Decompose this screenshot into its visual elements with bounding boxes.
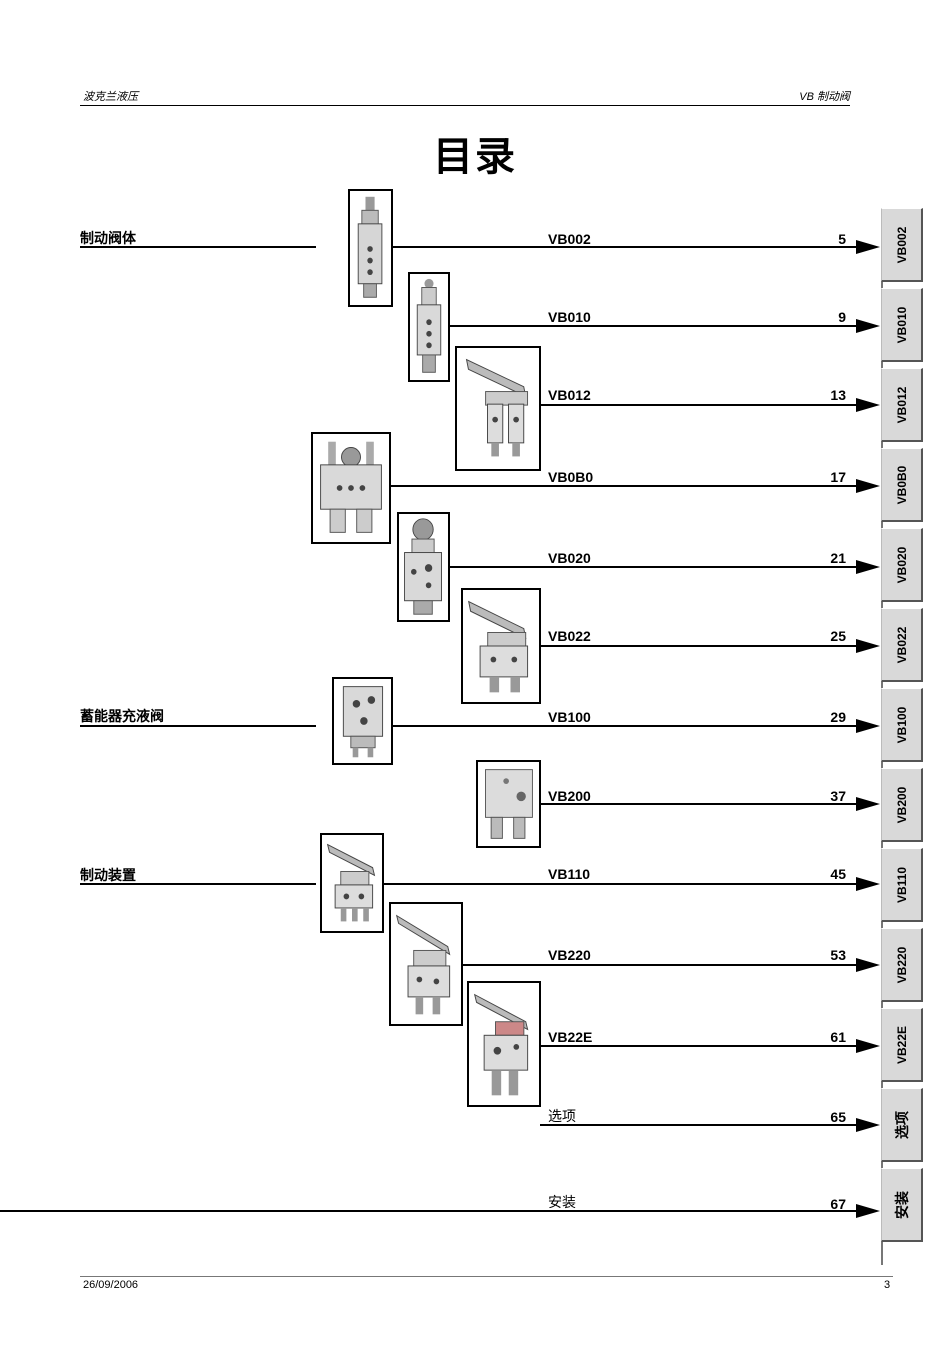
entry-link-vb020[interactable]: VB020 (548, 550, 591, 566)
arrow-icon (856, 479, 880, 493)
entry-link-options[interactable]: 选项 (548, 1108, 576, 1124)
leader-line (392, 725, 858, 727)
entry-link-vb0b0[interactable]: VB0B0 (548, 469, 594, 485)
entry-page[interactable]: 13 (830, 387, 846, 403)
section-brake-valve-body: 制动阀体 (80, 230, 136, 246)
leader-line (540, 1045, 858, 1047)
tab-vb002[interactable]: VB002 (881, 208, 923, 282)
valve-image-vb220 (389, 902, 463, 1026)
section-line (80, 725, 316, 727)
leader-line (540, 1124, 858, 1126)
tab-installation[interactable]: 安装 (881, 1168, 923, 1242)
arrow-icon (856, 1039, 880, 1053)
page-title: 目录 (433, 135, 517, 179)
arrow-icon (856, 958, 880, 972)
tab-vb100[interactable]: VB100 (881, 688, 923, 762)
arrow-icon (856, 639, 880, 653)
entry-link-vb022[interactable]: VB022 (548, 628, 591, 644)
entry-page[interactable]: 65 (830, 1109, 846, 1125)
valve-image-vb22e (467, 981, 541, 1107)
section-accumulator-valve: 蓄能器充液阀 (80, 708, 164, 724)
header-product: VB 制动阀 (799, 91, 850, 103)
tab-vb22e[interactable]: VB22E (881, 1008, 923, 1082)
entry-page[interactable]: 5 (838, 231, 846, 247)
tab-vb200[interactable]: VB200 (881, 768, 923, 842)
entry-link-vb200[interactable]: VB200 (548, 788, 591, 804)
footer-page-number: 3 (884, 1279, 891, 1291)
valve-image-vb002 (348, 189, 393, 307)
section-line (80, 246, 316, 248)
leader-line (448, 566, 858, 568)
footer-rule (80, 1276, 893, 1277)
tab-vb022[interactable]: VB022 (881, 608, 923, 682)
arrow-icon (856, 877, 880, 891)
entry-page[interactable]: 61 (830, 1029, 846, 1045)
arrow-icon (856, 319, 880, 333)
valve-image-vb010 (408, 272, 450, 382)
tab-vb110[interactable]: VB110 (881, 848, 923, 922)
arrow-icon (856, 1204, 880, 1218)
arrow-icon (856, 1118, 880, 1132)
valve-image-vb0b0 (311, 432, 391, 544)
entry-page[interactable]: 45 (830, 866, 846, 882)
arrow-icon (856, 240, 880, 254)
leader-line (540, 404, 858, 406)
entry-link-vb22e[interactable]: VB22E (548, 1029, 593, 1045)
entry-page[interactable]: 9 (838, 309, 846, 325)
entry-page[interactable]: 25 (830, 628, 846, 644)
entry-link-vb012[interactable]: VB012 (548, 387, 591, 403)
leader-line (390, 485, 858, 487)
footer-date: 26/09/2006 (83, 1279, 139, 1291)
valve-image-vb200 (476, 760, 541, 848)
arrow-icon (856, 797, 880, 811)
leader-line (448, 325, 858, 327)
entry-link-vb002[interactable]: VB002 (548, 231, 591, 247)
entry-link-vb010[interactable]: VB010 (548, 309, 591, 325)
valve-image-vb012 (455, 346, 541, 471)
tab-options[interactable]: 选项 (881, 1088, 923, 1162)
tab-vb0b0[interactable]: VB0B0 (881, 448, 923, 522)
valve-image-vb020 (397, 512, 450, 622)
entry-page[interactable]: 53 (830, 947, 846, 963)
tab-vb220[interactable]: VB220 (881, 928, 923, 1002)
arrow-icon (856, 719, 880, 733)
entry-link-vb100[interactable]: VB100 (548, 709, 591, 725)
tab-vb012[interactable]: VB012 (881, 368, 923, 442)
arrow-icon (856, 560, 880, 574)
valve-image-vb100 (332, 677, 393, 765)
entry-page[interactable]: 67 (830, 1196, 846, 1212)
entry-page[interactable]: 29 (830, 709, 846, 725)
header-rule (80, 105, 850, 106)
section-line (80, 883, 316, 885)
entry-link-vb220[interactable]: VB220 (548, 947, 591, 963)
header-company: 波克兰液压 (83, 91, 138, 103)
entry-page[interactable]: 37 (830, 788, 846, 804)
section-brake-device: 制动装置 (80, 867, 136, 883)
tab-vb020[interactable]: VB020 (881, 528, 923, 602)
entry-link-vb110[interactable]: VB110 (548, 866, 591, 882)
leader-line (461, 964, 858, 966)
arrow-icon (856, 398, 880, 412)
valve-image-vb110 (320, 833, 384, 933)
valve-image-vb022 (461, 588, 541, 704)
leader-line (540, 645, 858, 647)
entry-page[interactable]: 17 (830, 469, 846, 485)
leader-line (0, 1210, 858, 1212)
tab-vb010[interactable]: VB010 (881, 288, 923, 362)
entry-link-installation[interactable]: 安装 (548, 1194, 576, 1210)
entry-page[interactable]: 21 (830, 550, 846, 566)
leader-line (383, 883, 858, 885)
leader-line (540, 803, 858, 805)
leader-line (392, 246, 858, 248)
